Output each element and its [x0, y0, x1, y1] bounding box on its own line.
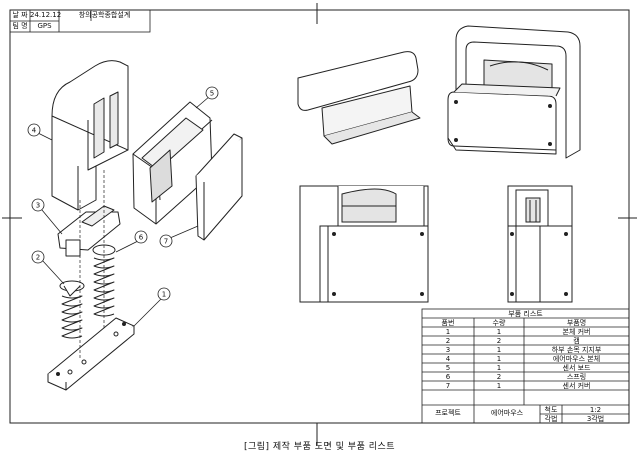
callout-6: 6 — [139, 234, 144, 242]
projection-value: 3각법 — [586, 415, 605, 423]
part-5-housing — [132, 101, 213, 225]
table-row-1-qty: 1 — [496, 328, 502, 336]
scale-value: 1:2 — [589, 406, 602, 414]
table-row-4-qty: 1 — [496, 355, 502, 363]
date-value: 24.12.12 — [30, 11, 62, 19]
callout-4: 4 — [32, 127, 37, 135]
table-row-5-no: 5 — [445, 364, 451, 372]
column-header-qty: 수량 — [492, 319, 506, 327]
callout-3: 3 — [36, 202, 40, 210]
table-row-7-no: 7 — [445, 382, 451, 390]
table-row-4-name: 에어마우스 본체 — [552, 355, 601, 363]
table-row-2-name: 캠 — [573, 337, 580, 345]
callout-7: 7 — [164, 238, 168, 246]
project-value: 에어마우스 — [490, 409, 524, 417]
table-row-7-name: 센서 커버 — [562, 382, 591, 390]
team-label: 팀 명 — [12, 22, 28, 30]
table-row-3-no: 3 — [445, 346, 451, 354]
table-row-7-qty: 1 — [496, 382, 502, 390]
part-4-body — [51, 60, 129, 211]
table-row-4-no: 4 — [445, 355, 451, 363]
table-row-6-qty: 2 — [496, 373, 502, 381]
figure-caption: [그림] 제작 부품 도면 및 부품 리스트 — [243, 442, 396, 452]
parts-list-frame — [421, 308, 630, 424]
side-view — [507, 185, 573, 303]
course-name: 창의공학종합설계 — [78, 11, 131, 19]
drawing-border — [9, 9, 630, 424]
callout-1: 1 — [162, 291, 166, 299]
table-row-6-name: 스프링 — [566, 373, 587, 381]
date-label: 날 짜 — [12, 11, 28, 19]
table-row-1-no: 1 — [445, 328, 451, 336]
exploded-view — [47, 60, 243, 391]
callout-5: 5 — [210, 90, 214, 98]
project-label: 프로젝트 — [435, 409, 461, 417]
part-7-cover — [195, 133, 243, 241]
table-row-6-no: 6 — [445, 373, 451, 381]
column-header-part-name: 부품명 — [566, 319, 587, 327]
column-header-part-no: 품번 — [441, 319, 455, 327]
table-row-5-name: 센서 보드 — [562, 364, 591, 372]
header-block — [9, 9, 151, 33]
table-row-2-qty: 2 — [496, 337, 502, 345]
front-view — [299, 185, 429, 303]
table-row-5-qty: 1 — [496, 364, 502, 372]
table-row-2-no: 2 — [445, 337, 451, 345]
team-value: GPS — [37, 22, 52, 30]
part-1-base — [47, 317, 135, 391]
callouts — [27, 86, 219, 327]
iso-assembly-view — [447, 25, 581, 159]
part-3-support — [57, 205, 121, 257]
table-row-3-name: 하부 손목 지지부 — [551, 346, 602, 354]
table-row-1-name: 본체 커버 — [562, 328, 591, 336]
projection-label: 각법 — [544, 415, 558, 423]
callout-2: 2 — [36, 254, 40, 262]
part-2-cam — [59, 244, 116, 297]
table-row-3-qty: 1 — [496, 346, 502, 354]
parts-list-title: 부품 리스트 — [508, 310, 543, 318]
iso-cover-view — [297, 51, 421, 145]
scale-label: 척도 — [544, 406, 558, 414]
